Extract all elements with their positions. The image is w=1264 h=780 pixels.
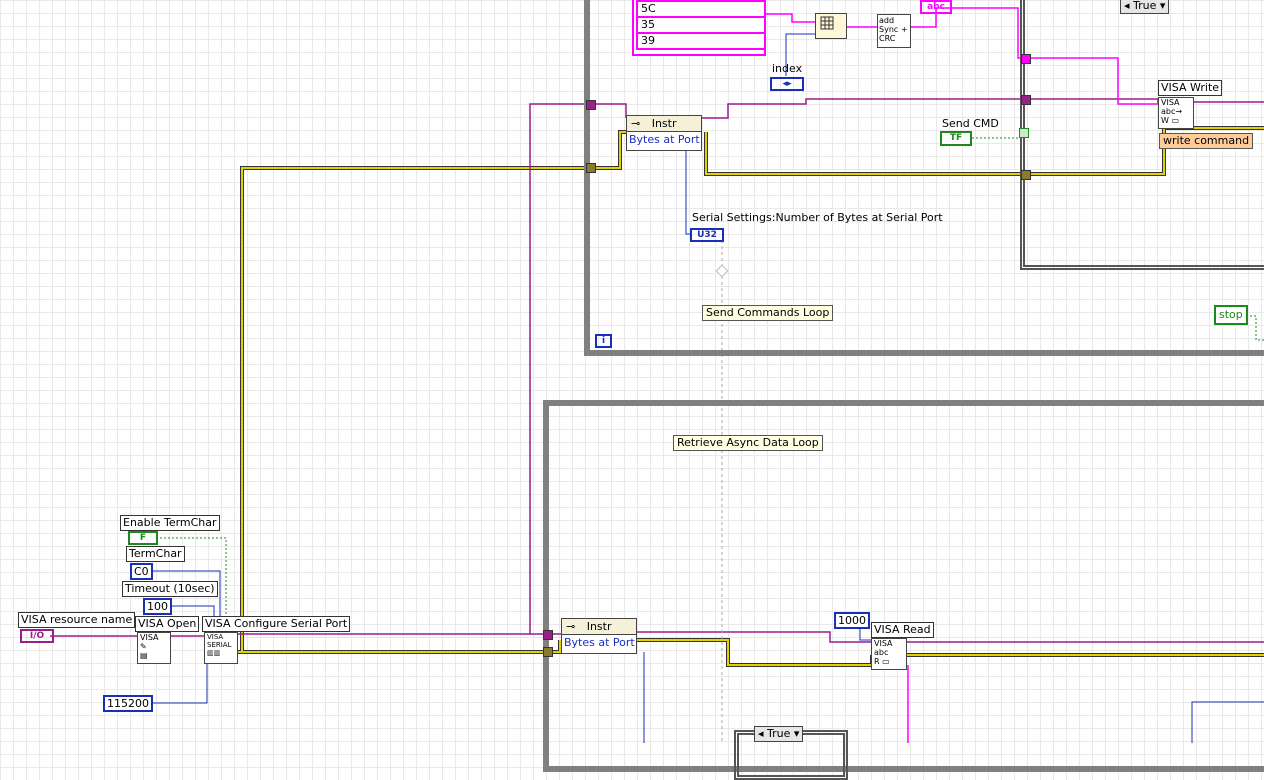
abc-label: abc xyxy=(927,2,945,12)
index-array-icon xyxy=(820,16,834,30)
subvi-text: add Sync + CRC xyxy=(879,16,908,43)
property-ref-label: Instr xyxy=(586,620,612,633)
iteration-label: i xyxy=(601,336,606,346)
write-command-label: write command xyxy=(1159,133,1254,149)
visa-property-icon: ⊸ xyxy=(566,620,576,633)
visa-open-icon: VISA✎▤ xyxy=(140,633,159,660)
visa-tunnel-bottom[interactable] xyxy=(543,630,553,640)
visa-read-label: VISA Read xyxy=(871,622,934,638)
case-selector-value: True xyxy=(767,727,791,740)
send-commands-loop-note: Send Commands Loop xyxy=(702,305,834,321)
boolean-tf-label: TF xyxy=(949,133,963,143)
bytes-at-port-indicator[interactable]: U32 xyxy=(690,228,724,242)
case-selector-dropdown-icon[interactable]: ▾ xyxy=(793,727,800,740)
iteration-terminal[interactable]: i xyxy=(595,334,612,348)
property-name[interactable]: Bytes at Port xyxy=(564,636,635,649)
boolean-false-label: F xyxy=(139,533,147,543)
visa-configure-label: VISA Configure Serial Port xyxy=(202,616,351,632)
index-control[interactable]: ◂▸ xyxy=(770,77,804,91)
string-array-constant[interactable]: 5C 35 39 xyxy=(632,0,766,56)
baud-rate-constant[interactable]: 115200 xyxy=(103,695,153,712)
wire-layer xyxy=(50,7,1264,743)
visa-open-function[interactable]: VISA✎▤ xyxy=(137,632,171,664)
case-selector-left-arrow-icon[interactable]: ◂ xyxy=(1124,0,1130,12)
serial-settings-label: Serial Settings:Number of Bytes at Seria… xyxy=(692,211,943,224)
enable-termchar-label: Enable TermChar xyxy=(120,515,220,531)
retrieve-data-while-loop[interactable] xyxy=(543,400,1264,772)
stop-control[interactable]: stop xyxy=(1214,305,1248,325)
io-label: I/O xyxy=(29,631,45,641)
property-ref-label: Instr xyxy=(651,117,677,130)
visa-tunnel-case[interactable] xyxy=(1021,95,1031,105)
visa-property-icon: ⊸ xyxy=(631,117,641,130)
case-selector-dropdown-icon[interactable]: ▾ xyxy=(1159,0,1166,12)
top-case-selector[interactable]: ◂ True ▾ xyxy=(1120,0,1170,14)
error-tunnel-bottom[interactable] xyxy=(543,647,553,657)
bytes-at-port-property-node-bottom[interactable]: ⊸ Instr Bytes at Port xyxy=(561,618,637,654)
visa-write-label: VISA Write xyxy=(1158,80,1223,96)
index-label: index xyxy=(772,62,803,75)
case-selector-left-arrow-icon[interactable]: ◂ xyxy=(758,727,764,740)
index-array-function[interactable] xyxy=(815,13,847,39)
boolean-tunnel-case[interactable] xyxy=(1019,128,1029,138)
bytes-at-port-property-node-top[interactable]: ⊸ Instr Bytes at Port xyxy=(626,115,702,151)
error-tunnel-case[interactable] xyxy=(1021,170,1031,180)
case-selector-value: True xyxy=(1133,0,1157,12)
timeout-constant[interactable]: 100 xyxy=(143,598,172,615)
retrieve-loop-note: Retrieve Async Data Loop xyxy=(673,435,823,451)
termchar-constant[interactable]: C0 xyxy=(130,563,153,580)
add-sync-crc-subvi[interactable]: add Sync + CRC xyxy=(877,14,911,48)
numeric-arrows-icon: ◂▸ xyxy=(782,79,792,89)
read-count-constant[interactable]: 1000 xyxy=(834,612,870,629)
string-element[interactable]: 39 xyxy=(636,32,766,50)
visa-resource-name-label: VISA resource name xyxy=(18,612,136,628)
stop-label: stop xyxy=(1219,308,1243,321)
send-cmd-control[interactable]: TF xyxy=(940,131,972,146)
send-commands-while-loop[interactable] xyxy=(584,0,1264,356)
property-name[interactable]: Bytes at Port xyxy=(629,133,700,146)
visa-tunnel-top[interactable] xyxy=(586,100,596,110)
timeout-label: Timeout (10sec) xyxy=(122,581,218,597)
string-indicator-terminal[interactable]: abc xyxy=(920,0,952,14)
visa-open-label: VISA Open xyxy=(135,616,200,632)
error-tunnel-top[interactable] xyxy=(586,163,596,173)
bottom-case-selector[interactable]: ◂ True ▾ xyxy=(754,726,804,742)
string-tunnel-case[interactable] xyxy=(1021,54,1031,64)
termchar-label: TermChar xyxy=(126,546,185,562)
enable-termchar-constant[interactable]: F xyxy=(128,531,158,545)
u32-label: U32 xyxy=(697,230,717,240)
send-cmd-label: Send CMD xyxy=(942,117,999,130)
visa-resource-name-control[interactable]: I/O xyxy=(20,629,54,643)
